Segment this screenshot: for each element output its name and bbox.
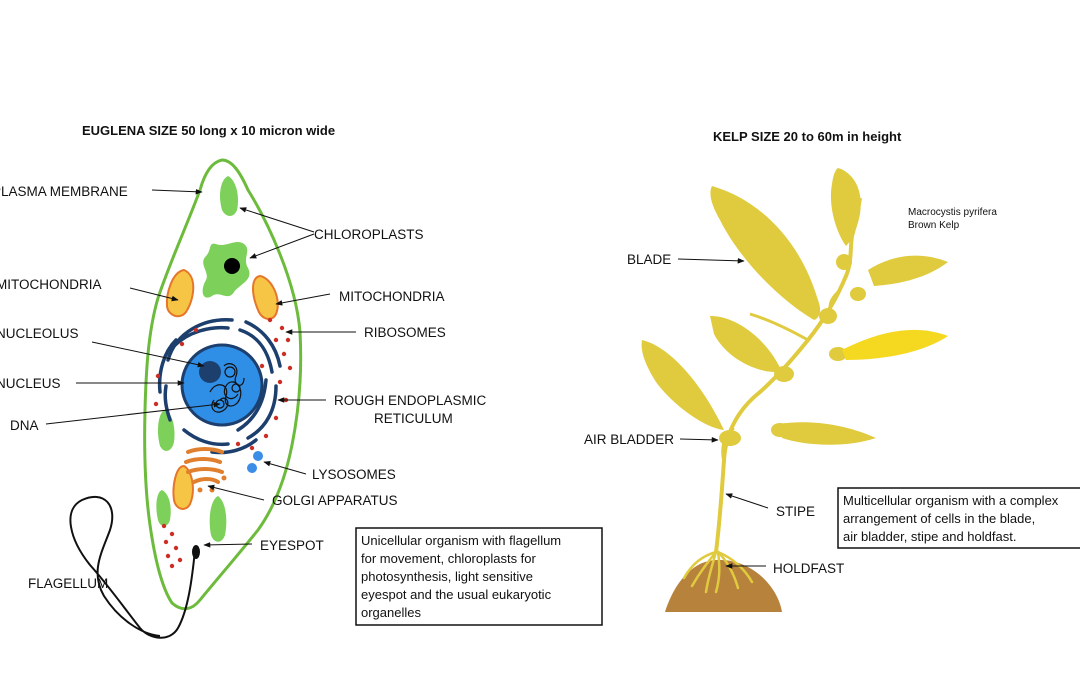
euglena-desc-line: eyespot and the usual eukaryotic [361,587,552,602]
label-nucleus: NUCLEUS [0,376,61,391]
lysosome-1 [253,451,263,461]
air-bladders [719,254,866,446]
holdfast-roots [682,550,754,594]
label-mitochondria-right: MITOCHONDRIA [339,289,445,304]
label-chloroplasts: CHLOROPLASTS [314,227,424,242]
label-holdfast: HOLDFAST [773,561,844,576]
label-lysosomes: LYSOSOMES [312,467,396,482]
kelp-desc-line: arrangement of cells in the blade, [843,511,1035,526]
kelp-common-name: Brown Kelp [908,220,960,231]
kelp-species-name: Macrocystis pyrifera [908,207,997,218]
label-mitochondria-left: MITOCHONDRIA [0,277,102,292]
label-nucleolus: NUCLEOLUS [0,326,79,341]
euglena-title: EUGLENA SIZE 50 long x 10 micron wide [82,123,335,138]
label-air-bladder: AIR BLADDER [584,432,674,447]
kelp-desc-line: air bladder, stipe and holdfast. [843,529,1016,544]
ribosomes-dots [153,317,293,569]
chloroplast-bottom [209,496,227,542]
label-blade: BLADE [627,252,671,267]
euglena-desc-line: organelles [361,605,421,620]
eyespot-base [192,545,200,559]
soil-mound [665,559,782,612]
euglena-desc-line: photosynthesis, light sensitive [361,569,533,584]
label-golgi: GOLGI APPARATUS [272,493,398,508]
kelp-description-box [837,487,1080,549]
euglena-description-box [355,527,603,626]
rough-er [157,318,282,455]
nucleolus-body [199,361,221,383]
kelp-desc-line: Multicellular organism with a complex [843,493,1059,508]
label-dna: DNA [10,418,39,433]
kelp-diagram: KELP SIZE 20 to 60m in height Macrocysti… [584,129,1080,612]
pyrenoid [224,258,240,274]
chloroplast-lower-left [156,490,171,526]
label-plasma-membrane: PLASMA MEMBRANE [0,184,128,199]
kelp-title: KELP SIZE 20 to 60m in height [713,129,902,144]
label-rer-line2: RETICULUM [374,411,453,426]
flagellum [69,495,196,639]
kelp-blades [641,168,948,445]
mitochondria-right-shape [252,274,279,320]
label-eyespot: EYESPOT [260,538,324,553]
label-stipe: STIPE [776,504,815,519]
label-ribosomes: RIBOSOMES [364,325,446,340]
label-rer-line1: ROUGH ENDOPLASMIC [334,393,487,408]
lysosome-2 [247,463,257,473]
mitochondria-left-shape [165,268,195,318]
euglena-desc-line: Unicellular organism with flagellum [361,533,561,548]
euglena-diagram: EUGLENA SIZE 50 long x 10 micron wide [0,123,603,639]
label-flagellum: FLAGELLUM [28,576,108,591]
euglena-desc-line: for movement, chloroplasts for [361,551,537,566]
chloroplast-top [220,176,238,216]
golgi-body [184,447,224,484]
